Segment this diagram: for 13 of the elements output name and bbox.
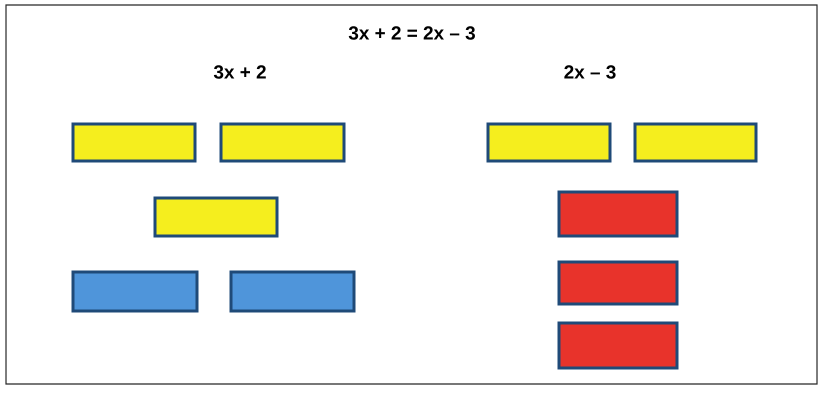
tile [486, 122, 612, 162]
tile [634, 122, 758, 162]
tile [558, 190, 678, 238]
tile [558, 322, 678, 370]
tile [230, 270, 356, 312]
expression-label: 3x + 2 [214, 65, 266, 79]
tile [72, 122, 196, 162]
tile [154, 196, 278, 238]
title: 3x + 2 = 2x – 3 [348, 26, 475, 40]
expression-label: 2x – 3 [564, 65, 616, 79]
tile [72, 270, 198, 312]
tile [220, 122, 346, 162]
tile [558, 260, 678, 306]
